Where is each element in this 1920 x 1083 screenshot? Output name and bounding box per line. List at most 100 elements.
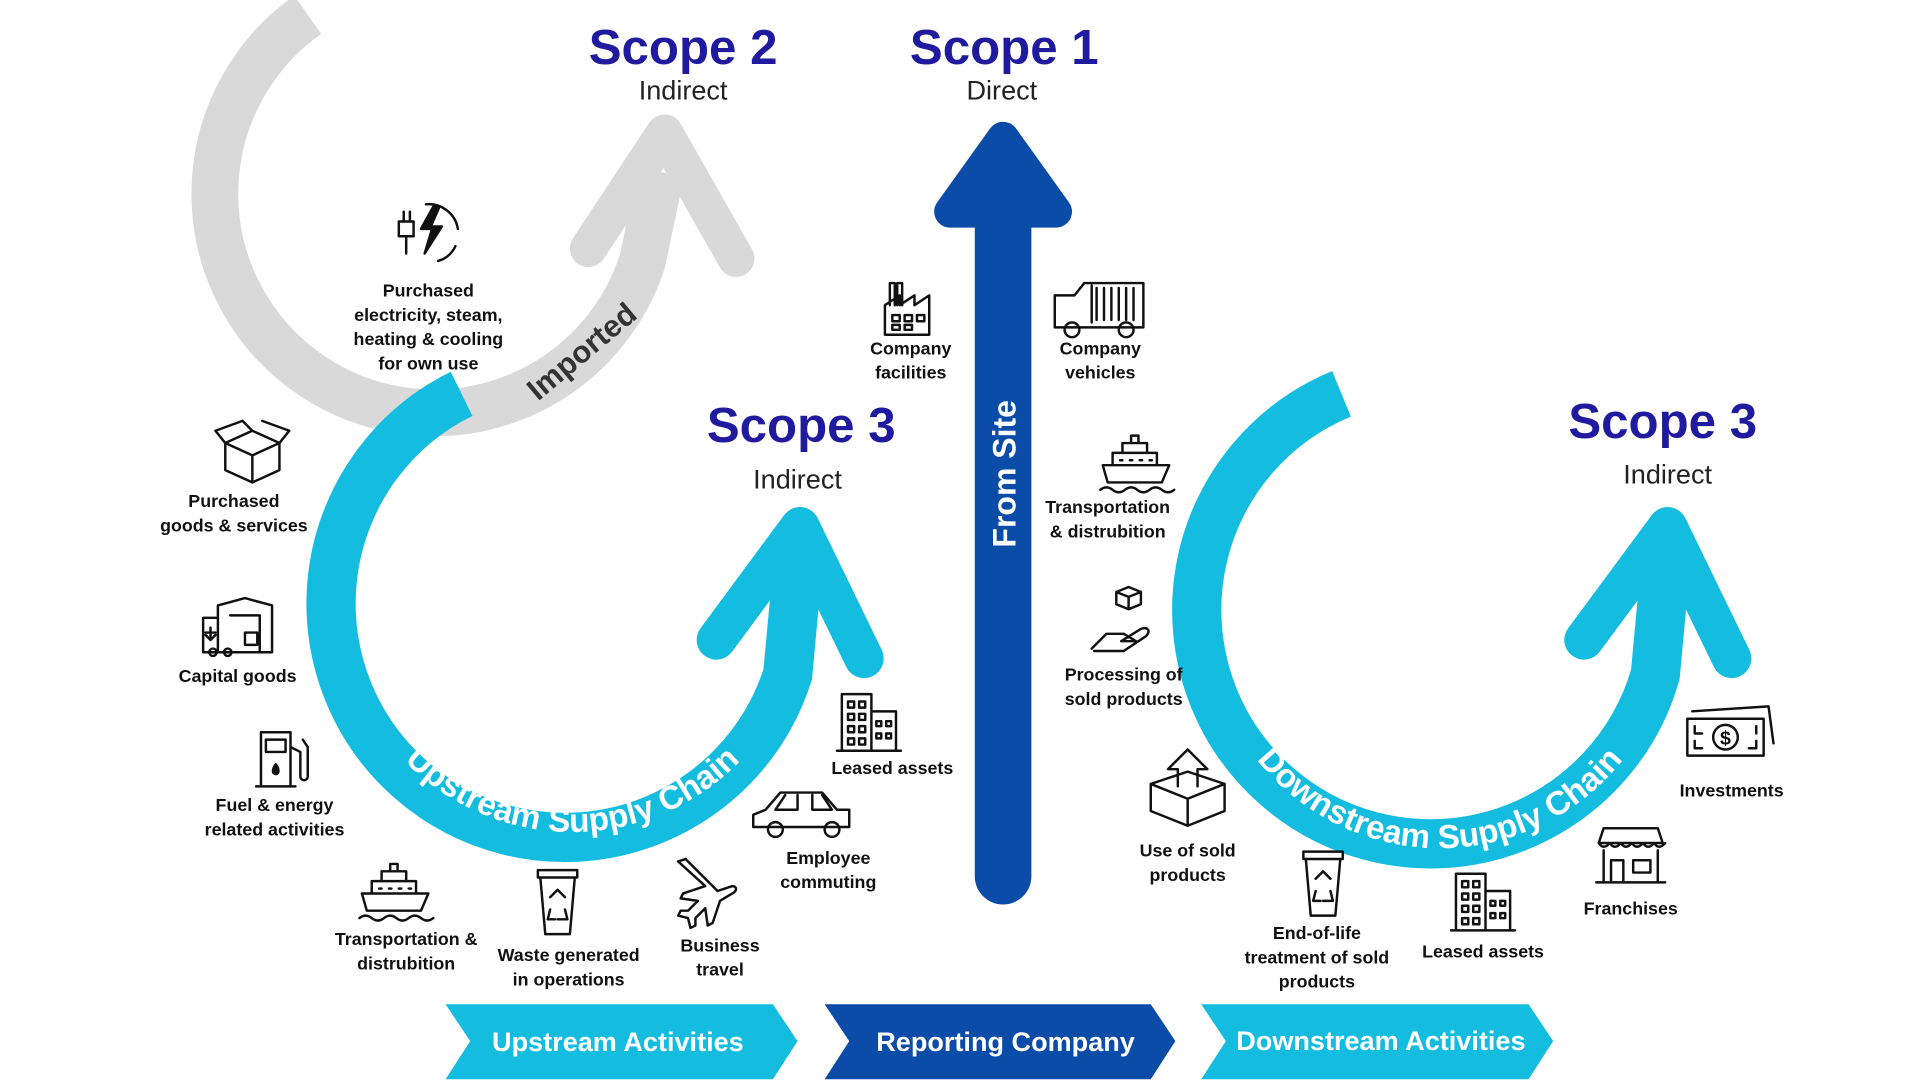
label-line: End-of-life <box>1273 923 1361 943</box>
label-line: Waste generated <box>498 945 640 965</box>
hand-box-icon <box>1090 585 1150 653</box>
category-label: Business travel <box>680 935 759 979</box>
label-line: goods & services <box>160 515 308 535</box>
label-line: Processing of <box>1065 665 1183 685</box>
label-line: Capital goods <box>179 666 297 686</box>
label-line: commuting <box>780 872 876 892</box>
label-line: Leased assets <box>831 758 953 778</box>
factory-icon <box>883 281 931 336</box>
category-label: Capital goods <box>179 666 297 686</box>
from-site-label: From Site <box>986 400 1022 548</box>
category-investments: $ Investments <box>1680 705 1784 800</box>
category-label: Fuel & energy related activities <box>205 795 345 839</box>
label-line: distrubition <box>357 953 455 973</box>
category-label: Franchises <box>1584 898 1678 918</box>
category-label: Company facilities <box>870 338 951 382</box>
category-leased-assets: Leased assets <box>1422 872 1544 961</box>
warehouse-icon <box>201 596 274 658</box>
car-icon <box>752 791 851 839</box>
label-line: products <box>1150 865 1226 885</box>
scope1-title: Scope 1 <box>910 20 1099 75</box>
category-leased-assets: Leased assets <box>831 692 953 778</box>
category-transportation-distrubition: Transportation& distrubition <box>1045 434 1176 541</box>
label-line: Fuel & energy <box>216 795 334 815</box>
label-line: Company <box>870 338 951 358</box>
scope1-subtitle: Direct <box>967 75 1038 106</box>
label-line: travel <box>696 960 744 980</box>
recycle-bin-icon <box>536 868 579 936</box>
category-franchises: Franchises <box>1584 827 1678 918</box>
category-end-of-life-treatment-of-sold-products: End-of-life treatment of sold products <box>1245 850 1390 991</box>
label-line: Leased assets <box>1422 941 1544 961</box>
category-waste-generated-in-operations: Waste generated in operations <box>498 868 640 989</box>
label-line: related activities <box>205 819 345 839</box>
label-line: Franchises <box>1584 898 1678 918</box>
airplane-icon <box>676 857 738 930</box>
upstream-supply-chain-arrow: Upstream Supply Chain <box>306 371 884 863</box>
band-label: Reporting Company <box>876 1026 1135 1057</box>
label-line: Employee <box>786 848 870 868</box>
label-line: products <box>1279 971 1355 991</box>
band-label: Downstream Activities <box>1236 1025 1525 1056</box>
category-label: Waste generated in operations <box>498 945 640 989</box>
category-fuel-energy-related-activities: Fuel & energy related activities <box>205 731 345 839</box>
category-label: Transportation & distrubition <box>335 929 478 973</box>
svg-text:$: $ <box>1720 728 1731 750</box>
ship-icon <box>358 862 435 922</box>
label-line: Purchased <box>383 281 474 301</box>
category-company-vehicles: Company vehicles <box>1053 281 1145 383</box>
recycle-bin-icon <box>1302 850 1344 917</box>
label-line: heating & cooling <box>354 329 504 349</box>
band-reporting-company: Reporting Company <box>824 1004 1176 1080</box>
scope2-title: Scope 2 <box>589 20 778 75</box>
store-icon <box>1595 827 1667 884</box>
plug-lightning-icon <box>397 202 460 263</box>
category-label: Employee commuting <box>780 848 876 892</box>
scope3-downstream-subtitle: Indirect <box>1623 459 1712 490</box>
label-line: in operations <box>513 969 625 989</box>
category-business-travel: Business travel <box>676 857 760 980</box>
scope3-downstream-title: Scope 3 <box>1568 394 1757 449</box>
category-employee-commuting: Employee commuting <box>752 791 876 892</box>
category-label: Leased assets <box>831 758 953 778</box>
open-box-icon <box>214 419 291 484</box>
band-downstream-activities: Downstream Activities <box>1201 1004 1554 1080</box>
building-icon <box>835 692 903 752</box>
label-line: facilities <box>875 363 946 383</box>
category-label: Leased assets <box>1422 941 1544 961</box>
category-label: Use of sold products <box>1140 841 1236 885</box>
category-label: End-of-life treatment of sold products <box>1245 923 1390 991</box>
category-use-of-sold-products: Use of sold products <box>1140 748 1236 885</box>
truck-icon <box>1053 281 1145 339</box>
label-line: for own use <box>378 353 478 373</box>
label-line: Company <box>1060 338 1141 358</box>
imported-label: Imported <box>520 296 643 407</box>
scope3-upstream-title: Scope 3 <box>707 398 896 453</box>
money-icon: $ <box>1686 705 1775 757</box>
scope2-subtitle: Indirect <box>639 75 728 106</box>
category-company-facilities: Company facilities <box>870 281 951 383</box>
label-line: treatment of sold <box>1245 947 1390 967</box>
category-purchased-electricity-steam-heating-cooling-for-own-use: Purchased electricity, steam, heating & co… <box>354 202 504 373</box>
label-line: Transportation <box>1045 497 1170 517</box>
band-label: Upstream Activities <box>492 1026 744 1057</box>
ship-icon <box>1099 434 1176 494</box>
band-upstream-activities: Upstream Activities <box>445 1004 798 1080</box>
category-label: Transportation& distrubition <box>1045 497 1170 541</box>
label-line: electricity, steam, <box>354 305 502 325</box>
label-line: Use of sold <box>1140 841 1236 861</box>
category-capital-goods: Capital goods <box>179 596 297 686</box>
label-line: Transportation & <box>335 929 478 949</box>
category-transportation-distrubition: Transportation & distrubition <box>335 862 478 973</box>
label-line: vehicles <box>1065 363 1135 383</box>
downstream-chain-label: Downstream Supply Chain <box>1250 741 1629 857</box>
fuel-pump-icon <box>254 731 309 788</box>
label-line: Business <box>680 935 759 955</box>
building-icon <box>1449 872 1517 932</box>
category-label: Investments <box>1680 780 1784 800</box>
